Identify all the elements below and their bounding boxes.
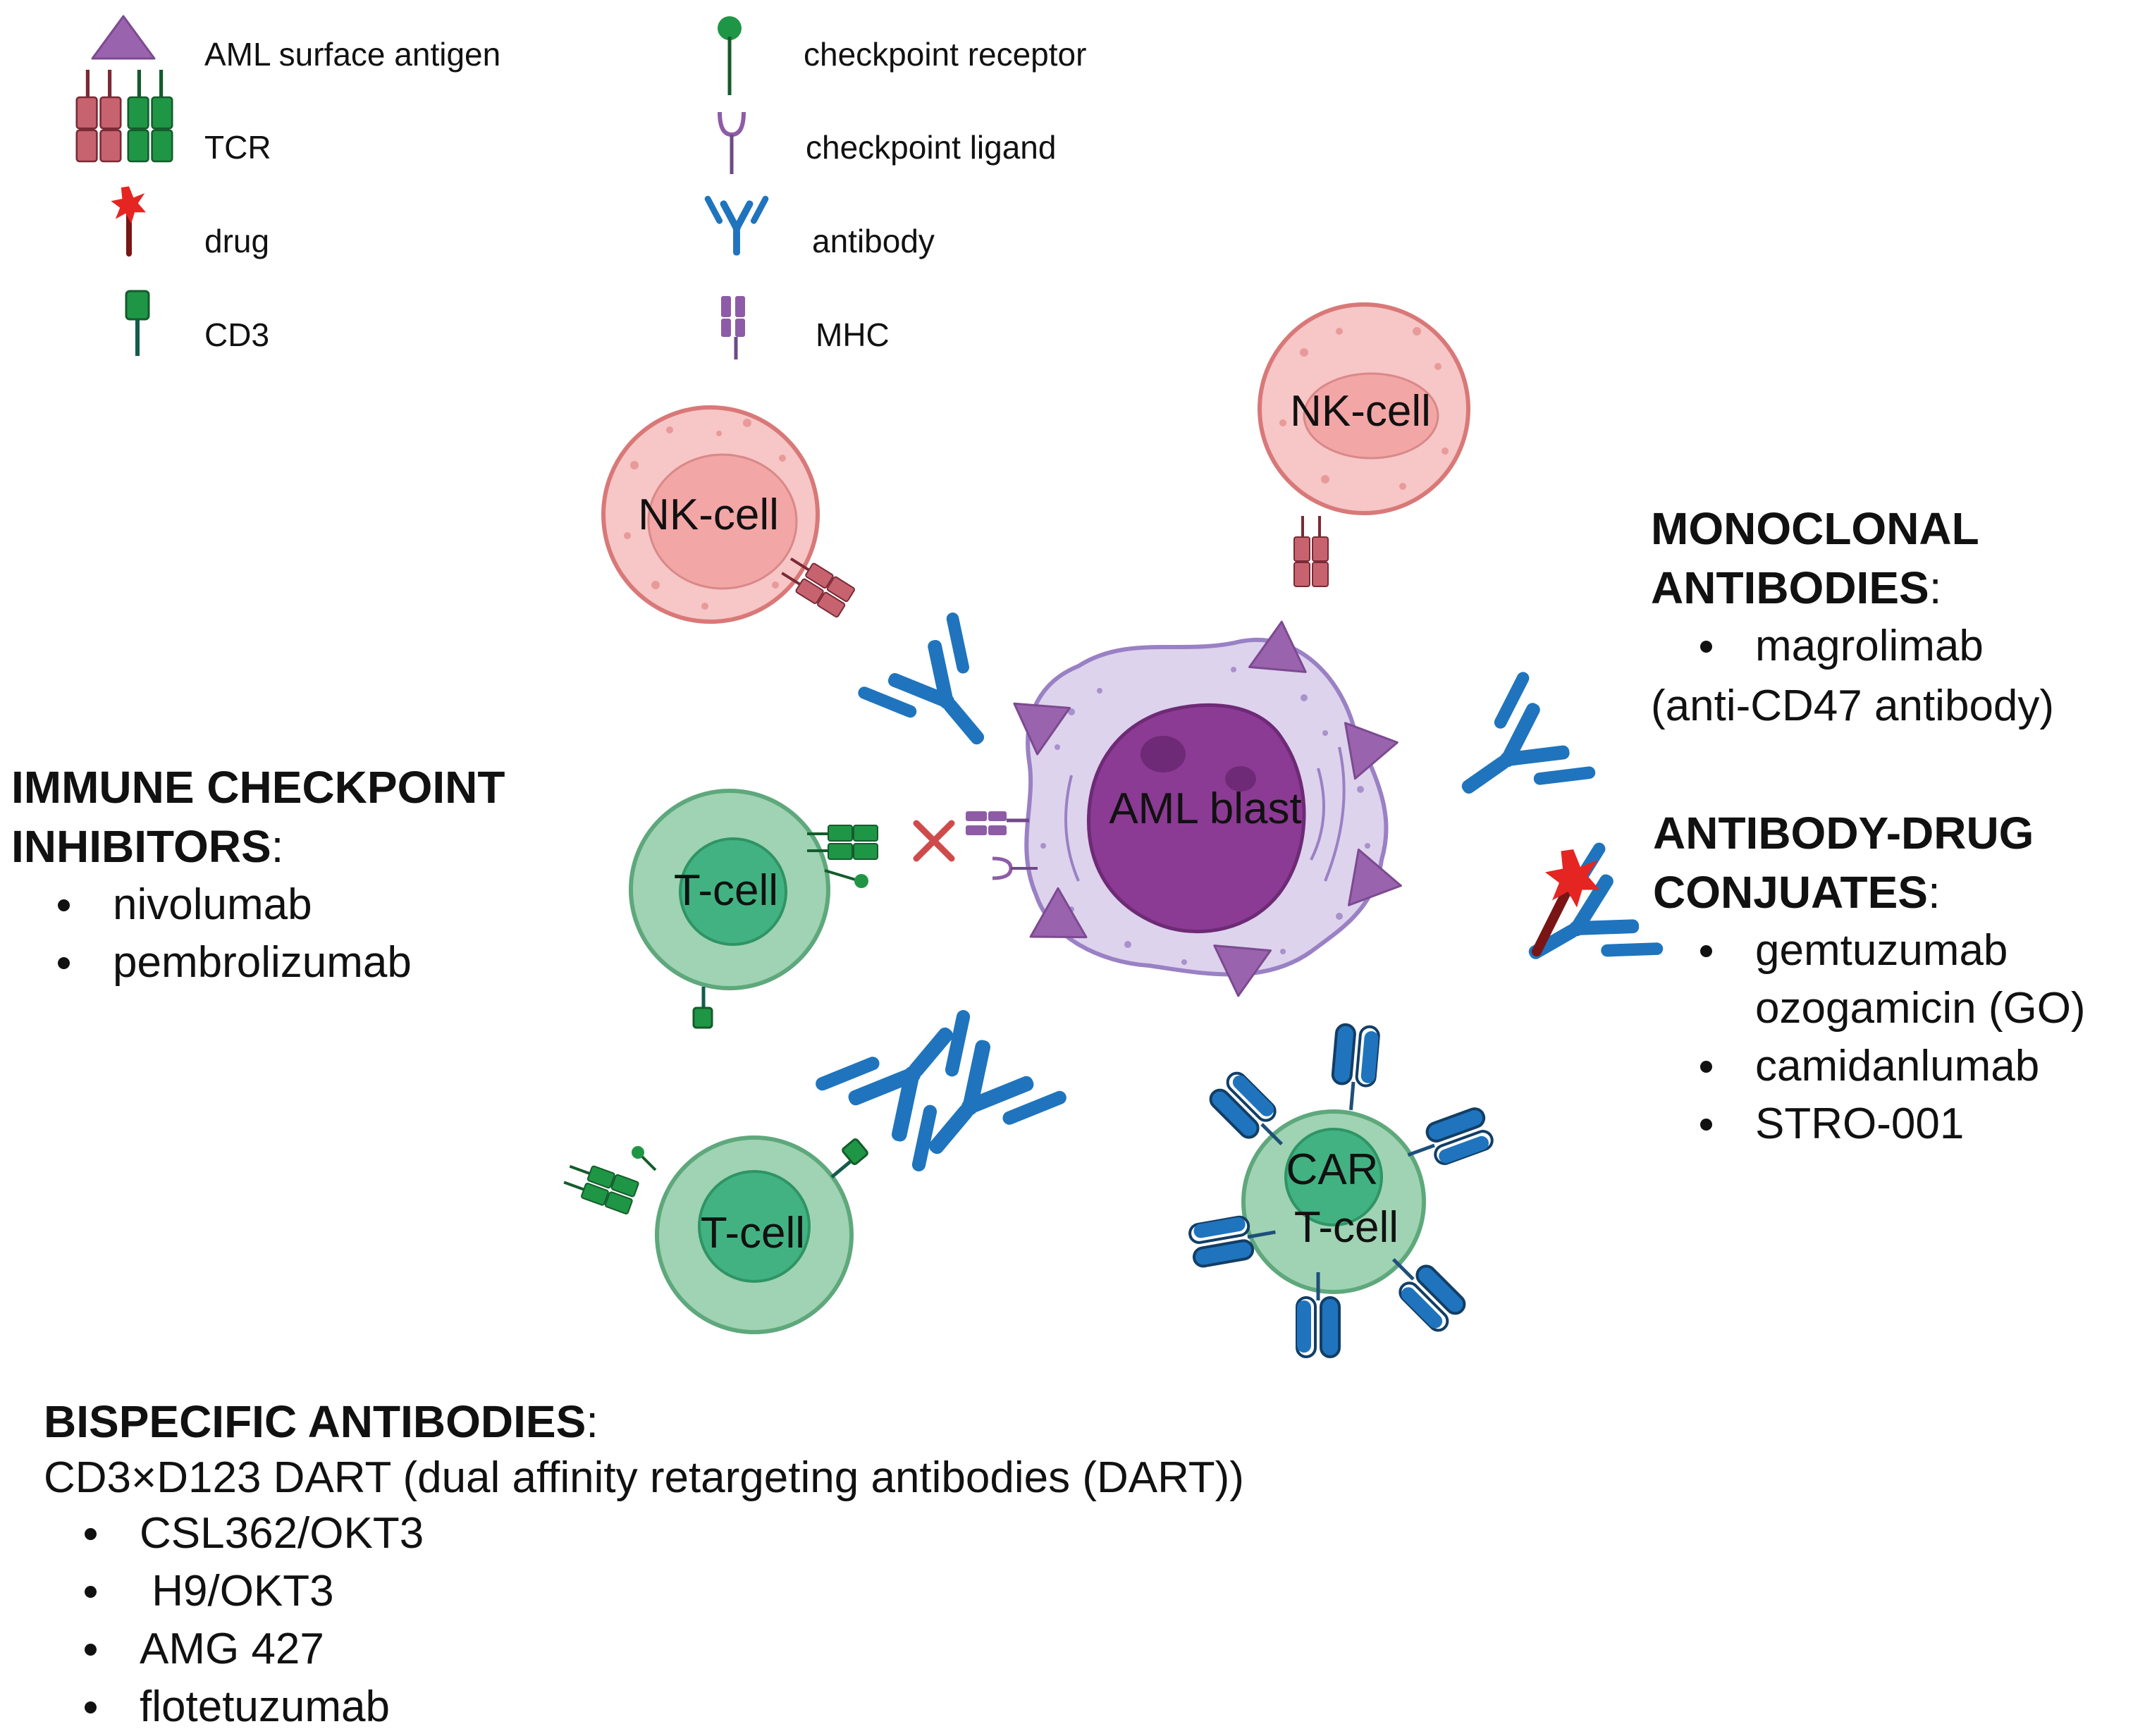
- bispecific-item: CSL362/OKT3: [84, 1505, 424, 1563]
- antibody-upper-right: [1425, 666, 1602, 845]
- nk-cell-left-label: NK-cell: [638, 491, 779, 539]
- t-cell-upper: [629, 789, 879, 1029]
- legend-label-cd3: CD3: [204, 316, 270, 353]
- bispecific-item: flotetuzumab: [84, 1678, 424, 1736]
- car-t-cell-label-line2: T-cell: [1293, 1203, 1399, 1252]
- aml-checkpoint-ligand: [992, 856, 1038, 880]
- legend-label-checkpoint-ligand: checkpoint ligand: [806, 129, 1057, 166]
- monoclonal-list: magrolimab: [1700, 617, 1984, 675]
- t-cell-upper-label: T-cell: [673, 866, 779, 915]
- monoclonal-item: magrolimab: [1700, 617, 1984, 675]
- legend-label-antibody: antibody: [812, 223, 935, 259]
- antibody-right-adc: [1496, 837, 1668, 1013]
- adc-item: gemtuzumab: [1700, 922, 2086, 980]
- aml-mhc: [966, 811, 1029, 835]
- legend-label-checkpoint-receptor: checkpoint receptor: [804, 36, 1087, 73]
- checkpoint-item: nivolumab: [58, 876, 412, 934]
- checkpoint-heading-line1: IMMUNE CHECKPOINT: [11, 762, 505, 813]
- legend-label-aml-surface-antigen: AML surface antigen: [204, 36, 501, 73]
- t-cell-lower-label: T-cell: [700, 1209, 806, 1257]
- legend-drug-icon: [111, 186, 146, 257]
- legend-label-drug: drug: [204, 223, 270, 259]
- legend-label-tcr: TCR: [204, 129, 271, 166]
- bispecific-item: AMG 427: [84, 1620, 424, 1678]
- bispecific-list: CSL362/OKT3 H9/OKT3 AMG 427 flotetuzumab: [84, 1505, 424, 1736]
- legend-checkpoint-ligand-icon: [718, 111, 746, 174]
- adc-item: camidanlumab: [1700, 1038, 2086, 1095]
- blocked-interaction-x-icon: [913, 820, 955, 862]
- legend-label-mhc: MHC: [816, 316, 890, 353]
- adc-item: STRO-001: [1700, 1095, 2086, 1153]
- nk-cell-left: [601, 405, 857, 624]
- legend-tcr-green-icon: [128, 70, 172, 161]
- bispecific-subtitle: CD3×D123 DART (dual affinity retargeting…: [44, 1453, 1244, 1502]
- legend-cd3-icon: [125, 290, 150, 356]
- car-t-cell: [1188, 1024, 1494, 1357]
- adc-heading-line2: CONJUATES:: [1653, 867, 1941, 918]
- legend-mhc-icon: [721, 296, 745, 359]
- antibody-upper-left: [852, 607, 1032, 785]
- monoclonal-note: (anti-CD47 antibody): [1651, 682, 2055, 730]
- adc-heading-line1: ANTIBODY-DRUG: [1653, 808, 2034, 858]
- checkpoint-item: pembrolizumab: [58, 934, 412, 992]
- monoclonal-heading-line2: ANTIBODIES:: [1651, 562, 1942, 613]
- aml-blast-label: AML blast: [1109, 784, 1302, 833]
- legend-checkpoint-receptor-icon: [718, 16, 742, 95]
- checkpoint-list: nivolumab pembrolizumab: [58, 876, 412, 992]
- aml-blast-cell: [997, 618, 1407, 999]
- bispecific-antibody: [809, 983, 1073, 1198]
- adc-item-continuation: ozogamicin (GO): [1755, 984, 2086, 1033]
- legend-antibody-icon: [703, 195, 770, 256]
- legend-tcr-red-icon: [77, 70, 121, 161]
- monoclonal-heading-line1: MONOCLONAL: [1651, 503, 1979, 554]
- t-cell-lower: [560, 1135, 868, 1334]
- legend-antigen-icon: [91, 15, 156, 60]
- nk-cell-right-label: NK-cell: [1290, 387, 1431, 436]
- checkpoint-heading-line2: INHIBITORS:: [11, 821, 284, 872]
- bispecific-item: H9/OKT3: [84, 1563, 424, 1620]
- nk-cell-right: [1258, 302, 1470, 588]
- adc-list: gemtuzumab ozogamicin (GO) camidanlumab …: [1700, 922, 2086, 1153]
- car-t-cell-label-line1: CAR: [1286, 1145, 1379, 1194]
- bispecific-heading: BISPECIFIC ANTIBODIES:: [44, 1396, 599, 1447]
